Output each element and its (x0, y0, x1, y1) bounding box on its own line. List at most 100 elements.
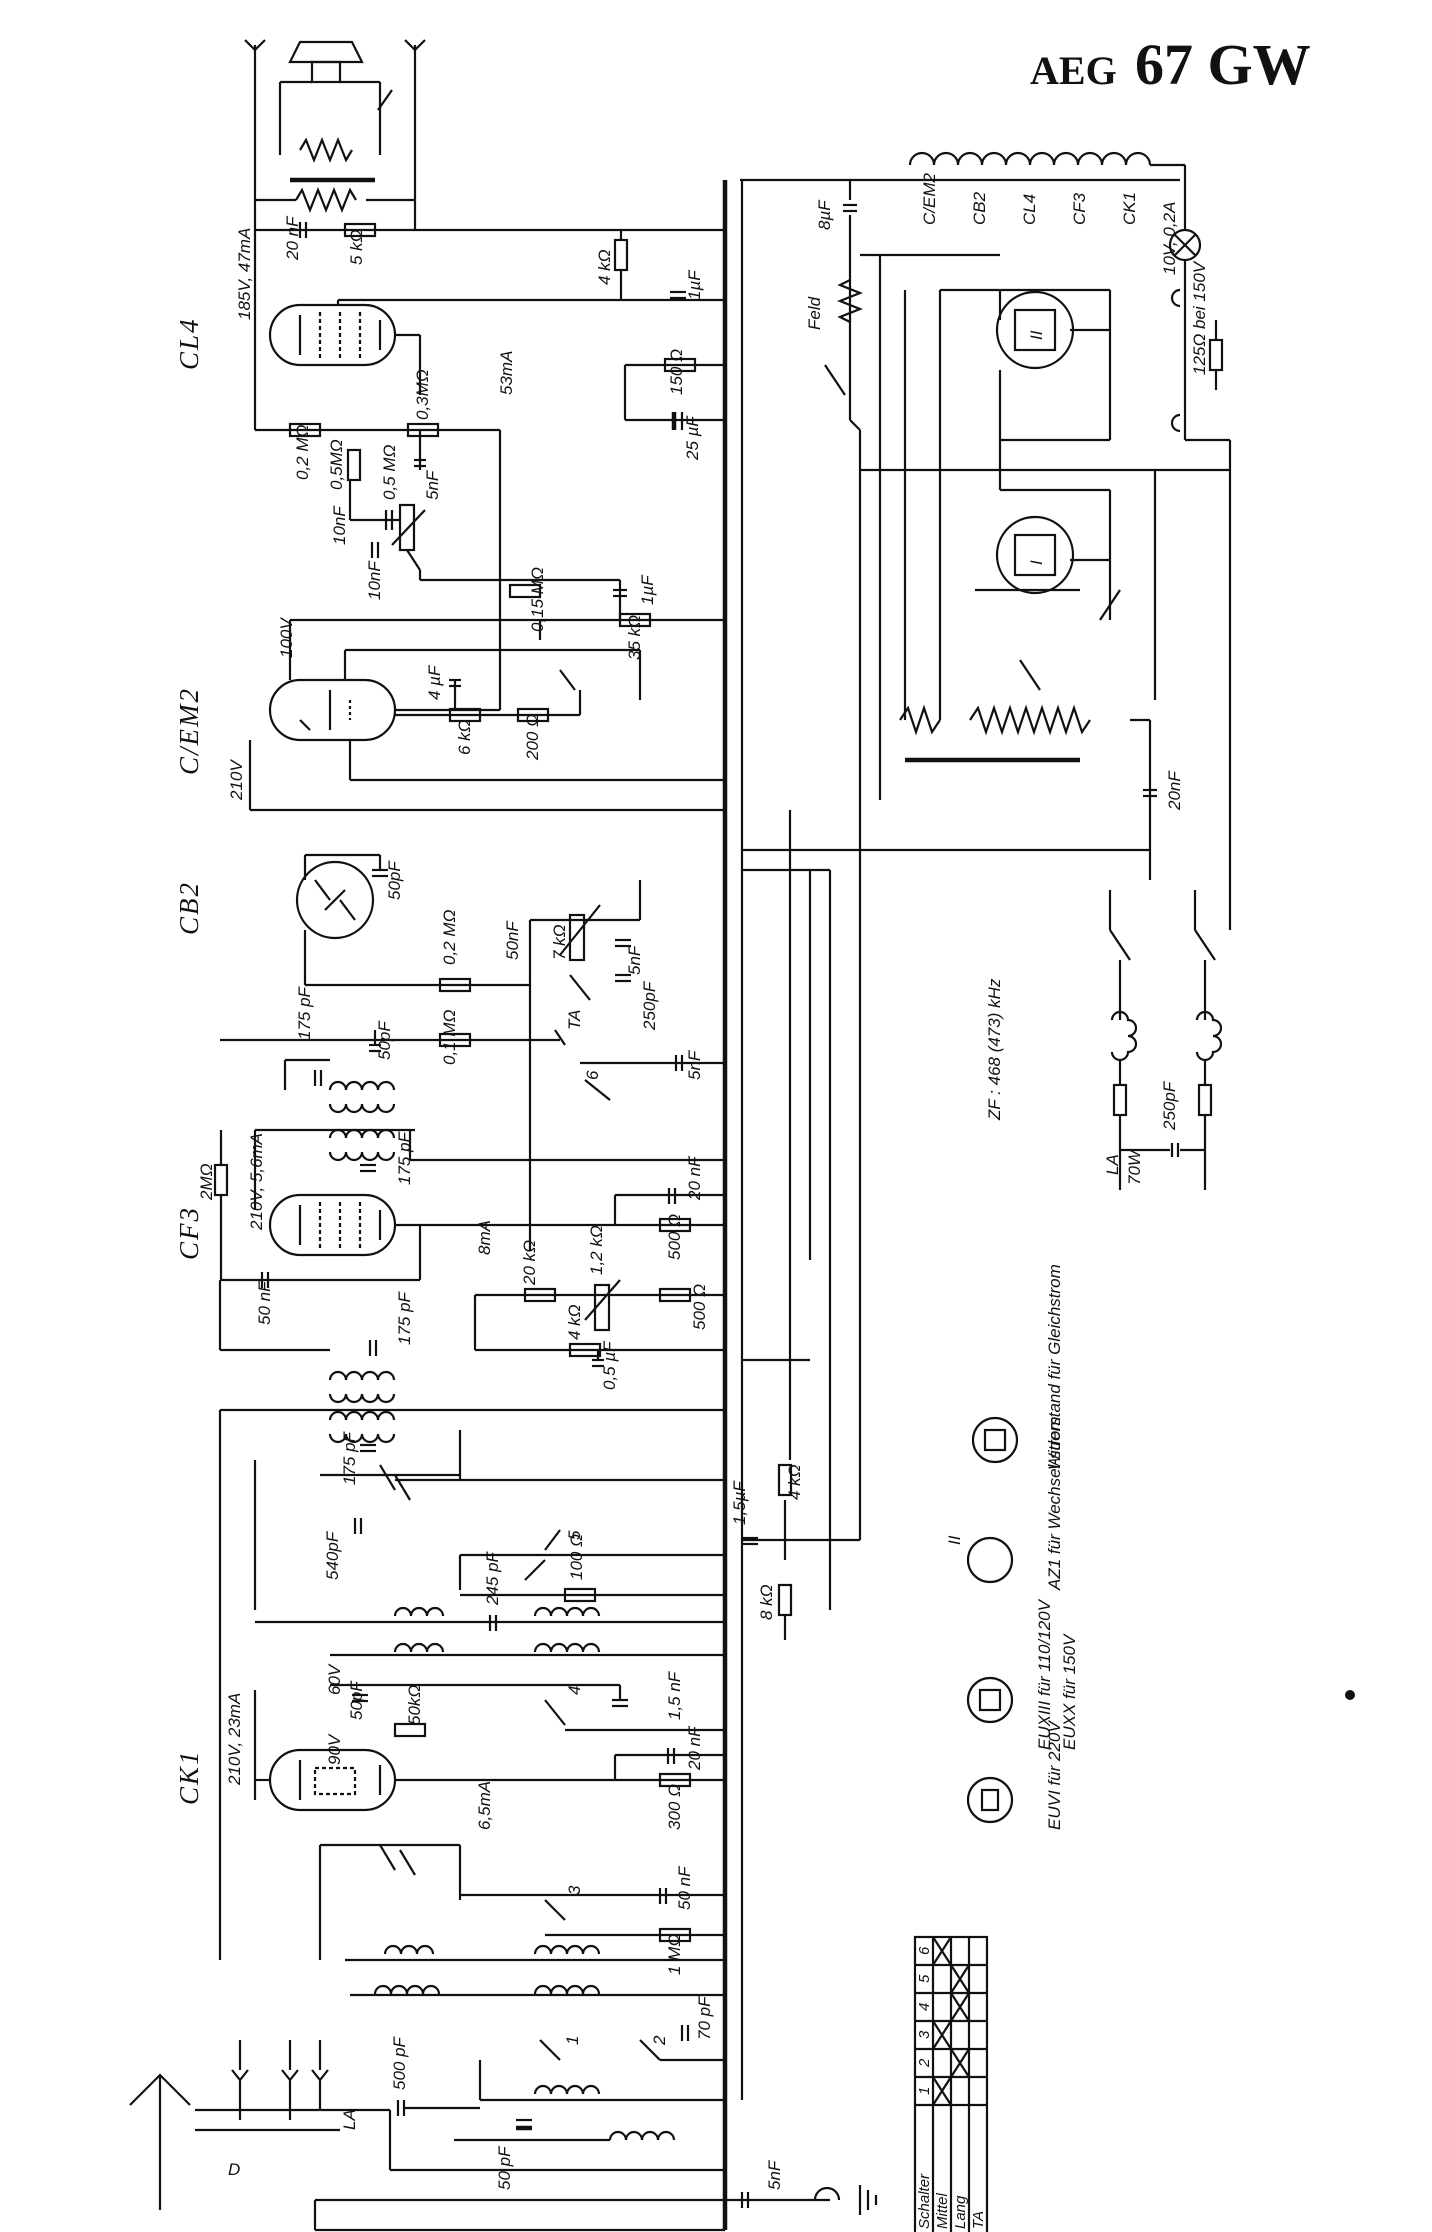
lbl-sw-3: 3 (565, 1885, 584, 1895)
rectifier-tube-ii (995, 290, 1110, 370)
switch-table-mark (950, 1964, 970, 1994)
lbl-c-5nf-gnd: 5nF (765, 2159, 784, 2190)
field-coil (837, 279, 863, 323)
lbl-c-250pf-cb2: 250pF (640, 980, 659, 1031)
lbl-c-50pf-ck1: 50pF (347, 1680, 366, 1720)
lbl-c-15nf: 1,5 nF (665, 1670, 684, 1720)
lbl-pwr-10v: 10V, 0,2A (1160, 202, 1179, 275)
r-20k (523, 1287, 557, 1303)
lbl-ck1-anode: 210V, 23mA (225, 1693, 244, 1786)
lbl-cl4-current: 53mA (497, 351, 516, 395)
lbl-ck1-current: 6,5mA (475, 1781, 494, 1830)
stage-cl4: CL4 (174, 317, 204, 370)
lbl-sw-2: 2 (650, 2035, 669, 2046)
if-transformer-3 (328, 1340, 396, 1453)
lbl-c-50nf-cf3: 50 nF (255, 1280, 274, 1325)
lbl-tube-ii-roman: II (945, 1535, 964, 1545)
r-05m (346, 448, 362, 482)
lbl-r-4k-top: 4 kΩ (595, 249, 614, 285)
lbl-sw-5: 5 (565, 1530, 584, 1540)
switch-table-row-label: Mittel (934, 2192, 951, 2229)
stage-cb2: CB2 (174, 881, 204, 935)
lbl-cl4-anode: 185V, 47mA (235, 228, 254, 320)
lbl-r-4k-cf3: 4 kΩ (565, 1304, 584, 1340)
r-4k-top (613, 238, 629, 272)
switch-table-row-label: TA (970, 2211, 987, 2229)
rf-coil-4 (533, 1984, 601, 1995)
rf-coil-1 (383, 1944, 435, 1955)
stage-cf3: CF3 (174, 1206, 204, 1260)
stage-ck1: CK1 (174, 1749, 204, 1805)
switch-table-col: 6 (916, 1946, 933, 1955)
switch-table-mark (950, 1992, 970, 2022)
lbl-c-245pf: 245 pF (483, 1550, 502, 1606)
heater-label-cl4: CL4 (1020, 194, 1039, 225)
lbl-c-70pf: 70 pF (695, 1995, 714, 2040)
lbl-r-5k: 5 kΩ (347, 229, 366, 265)
lbl-c-50pf-ant: 50 pF (495, 2145, 514, 2190)
switch-6[interactable] (584, 1079, 611, 1101)
r-150 (663, 357, 697, 373)
lbl-c-20nf-ck1: 20 nF (685, 1725, 704, 1771)
tube-cb2 (295, 860, 375, 940)
switch-cl4[interactable] (824, 364, 846, 396)
lbl-ant-d: D (228, 2160, 240, 2179)
lbl-r-4k-low: 4 kΩ (785, 1464, 804, 1500)
r-02m (288, 422, 322, 438)
ant-coil-1 (533, 2084, 601, 2095)
r-4k-cf3 (568, 1342, 602, 1358)
ant-coil-2 (608, 2130, 676, 2141)
if-transformer-2 (328, 1128, 396, 1173)
switch-table-header: Schalter (916, 2173, 933, 2229)
lbl-sw-ta: TA (565, 1010, 584, 1030)
lbl-pot-05m: 0,5 MΩ (380, 444, 399, 500)
lbl-r-35k: 35 kΩ (625, 615, 644, 660)
heater-label-cb2: CB2 (970, 191, 989, 225)
lbl-r-8k: 8 kΩ (757, 1584, 776, 1620)
tube-cem2 (268, 678, 397, 742)
lbl-c-175pf-c: 175 pF (395, 1290, 414, 1345)
r-4k-low (777, 1463, 793, 1497)
legend-euxx: EUXX für 150V (1060, 1633, 1079, 1750)
lbl-c-175pf-a: 175 pF (295, 985, 314, 1040)
lbl-r-300: 300 Ω (665, 1784, 684, 1830)
lbl-cem2-supply: 210V (227, 759, 246, 801)
lbl-c-20nf-cf3: 20 nF (685, 1155, 704, 1201)
osc-coil-3 (393, 1642, 445, 1653)
r-125 (1208, 338, 1224, 372)
lbl-cf3-current: 8mA (475, 1220, 494, 1255)
lbl-c-1uf-top: 1µF (685, 269, 704, 300)
lbl-r-20k: 20 kΩ (520, 1240, 539, 1286)
lbl-r-150: 150 Ω (667, 349, 686, 395)
switch-table-mark (932, 1936, 952, 1966)
legend-tube-widerstand (971, 1416, 1019, 1464)
osc-coil-1 (393, 1606, 445, 1617)
switch-table-col: 2 (916, 2058, 933, 2068)
switch-table-mark (950, 2048, 970, 2078)
lbl-sw-1: 1 (563, 2036, 582, 2045)
c-20nf-out (298, 222, 308, 238)
lbl-r-500-a: 500 Ω (665, 1214, 684, 1260)
lbl-r-01m-cb2: 0,1 MΩ (440, 1009, 459, 1065)
lbl-c-10nf-a: 10nF (330, 505, 349, 545)
tube-cf3 (268, 1193, 397, 1257)
lbl-c-20nf-out: 20 nF (283, 215, 302, 261)
lbl-ck1-g2: 60V (325, 1663, 344, 1695)
r-015m (508, 583, 542, 599)
lbl-c-1uf-mid: 1µF (638, 574, 657, 605)
legend-tube-az1 (966, 1536, 1014, 1584)
r-1m-ck1 (658, 1927, 692, 1943)
lbl-c-175pf-b: 175 pF (395, 1130, 414, 1185)
switch-table-col: 4 (916, 2003, 933, 2011)
pot-7k[interactable] (568, 913, 586, 962)
heater-labels: C/EM2 CB2 CL4 CF3 CK1 (920, 173, 1139, 226)
legend-az1: AZ1 für Wechsel-strom (1045, 1416, 1064, 1591)
lbl-c-50pf-b: 50pF (375, 1020, 394, 1060)
r-2m (213, 1163, 229, 1197)
r-8k (777, 1583, 793, 1617)
lbl-rect-ii: II (1027, 330, 1046, 340)
switch-table-col: 1 (916, 2087, 933, 2095)
mains-input (1108, 890, 1223, 1190)
heater-label-cf3: CF3 (1070, 192, 1089, 225)
